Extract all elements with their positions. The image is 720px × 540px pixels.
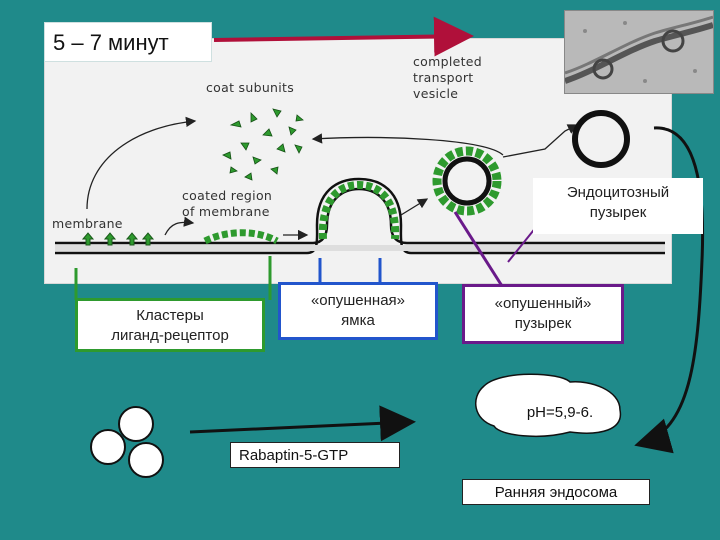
coated-vesicle-box: «опушенный» пузырек xyxy=(462,284,624,344)
membrane-line-inner xyxy=(55,177,665,255)
arrow-pit-to-vesicle xyxy=(400,198,429,216)
coated-pit-box: «опушенная» ямка xyxy=(278,282,438,340)
coated-pit-coat xyxy=(318,180,400,240)
label-membrane: membrane xyxy=(52,216,123,231)
coat-subunits xyxy=(222,108,304,181)
arrow-coat-to-membrane xyxy=(86,116,197,210)
coated-region xyxy=(203,229,279,245)
connector-pit xyxy=(318,258,382,284)
ph-label: pH=5,9-6. xyxy=(526,404,594,421)
clusters-box: Кластеры лиганд-рецептор xyxy=(75,298,265,352)
endosome-blob xyxy=(474,373,622,437)
arrow-subunits-back xyxy=(311,133,504,156)
rabaptin-box: Rabaptin-5-GTP xyxy=(230,442,400,468)
early-endosome-box: Ранняя эндосома xyxy=(462,479,650,505)
label-coated-region: coated region of membrane xyxy=(182,188,273,219)
completed-vesicle xyxy=(572,110,630,168)
connector-clusters xyxy=(74,256,272,300)
time-arrow xyxy=(213,16,474,57)
coated-vesicle xyxy=(432,146,502,216)
label-coat-subunits: coat subunits xyxy=(206,80,295,95)
small-vesicle-1 xyxy=(118,406,154,442)
curve-arrow-to-endosome xyxy=(634,126,705,454)
connector-vesicle xyxy=(453,211,504,287)
arrow-vesicle-to-uncoated xyxy=(502,124,579,158)
small-vesicle-2 xyxy=(90,429,126,465)
receptor-cluster-marks xyxy=(81,232,155,246)
rabaptin-arrow xyxy=(189,405,416,442)
arrow-membrane-to-coated xyxy=(164,216,195,236)
label-completed-vesicle: completed transport vesicle xyxy=(413,54,483,101)
time-title: 5 – 7 минут xyxy=(44,22,212,62)
endocytosis-illustration xyxy=(55,108,665,255)
electron-micrograph xyxy=(564,10,714,94)
endocytic-vesicle-box: Эндоцитозный пузырек xyxy=(533,178,703,234)
small-vesicle-3 xyxy=(128,442,164,478)
